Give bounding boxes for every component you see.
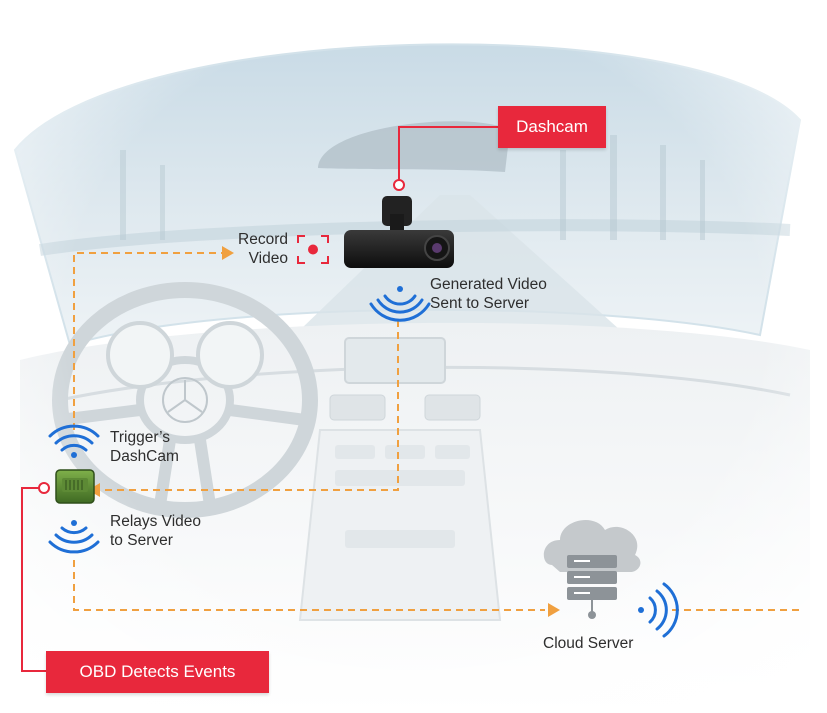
- dashcam-callout: Dashcam: [498, 106, 606, 148]
- cloud-server-label: Cloud Server: [543, 635, 634, 652]
- wifi-signal-icon: [48, 520, 100, 554]
- wifi-signal-icon: [369, 286, 431, 322]
- record-video-line-2: Video: [248, 250, 288, 267]
- obd-callout: OBD Detects Events: [46, 651, 269, 693]
- dashcam-device-icon: [344, 196, 454, 268]
- triggers-dashcam-line-1: Trigger’s: [110, 429, 171, 446]
- generated-video-line-1: Generated Video: [430, 276, 547, 293]
- wifi-signal-icon: [48, 424, 100, 458]
- triggers-dashcam-label: Trigger’s DashCam: [110, 428, 179, 466]
- relays-video-line-2: to Server: [110, 532, 173, 549]
- cloud-server-icon: [543, 519, 641, 619]
- generated-video-label: Generated Video Sent to Server: [430, 275, 547, 313]
- wifi-signal-icon: [638, 582, 679, 638]
- triggers-dashcam-line-2: DashCam: [110, 448, 179, 465]
- dashcam-callout-label: Dashcam: [516, 117, 588, 136]
- relays-video-label: Relays Video to Server: [110, 512, 201, 550]
- record-icon: [297, 235, 329, 264]
- record-video-label: Record Video: [218, 230, 288, 268]
- obd-device-icon: [55, 469, 95, 504]
- obd-callout-label: OBD Detects Events: [79, 662, 236, 681]
- generated-video-line-2: Sent to Server: [430, 295, 530, 312]
- relays-video-line-1: Relays Video: [110, 513, 202, 530]
- flow-lines: [73, 252, 800, 611]
- record-video-line-1: Record: [238, 231, 288, 248]
- callout-connectors: [21, 126, 498, 672]
